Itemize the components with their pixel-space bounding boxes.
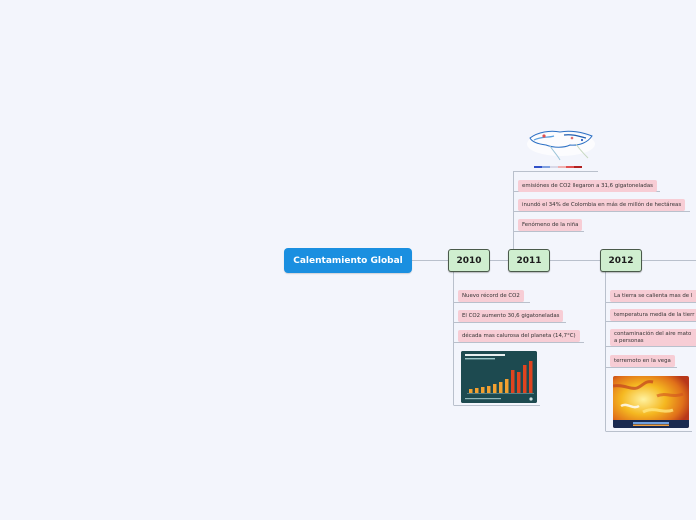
world-temperature-map-image <box>524 126 598 170</box>
leaf-label: terremoto en la vega <box>614 358 671 364</box>
year-label: 2012 <box>608 255 634 266</box>
leaf-label: contaminación del aire mato a personas <box>614 331 692 344</box>
leaf-2011-3[interactable]: Fenómeno de la niña <box>518 219 583 231</box>
leaf-label: temperatura media de la tierr <box>614 312 695 318</box>
root-label: Calentamiento Global <box>293 255 403 266</box>
leaf-2012-1[interactable]: La tierra se calienta mas de l <box>610 290 696 302</box>
leaf-2010-2[interactable]: El CO2 aumento 30,6 gigatoneladas <box>458 310 564 322</box>
root-node[interactable]: Calentamiento Global <box>284 248 412 273</box>
leaf-label: inundó el 34% de Colombia en más de mill… <box>522 202 682 208</box>
heat-map-image <box>613 376 689 428</box>
leaf-label: El CO2 aumento 30,6 gigatoneladas <box>462 313 560 319</box>
leaf-label: emisiónes de CO2 llegaron a 31,6 gigaton… <box>522 183 653 189</box>
co2-bar-chart-image <box>461 351 537 403</box>
year-node-2011[interactable]: 2011 <box>508 249 550 272</box>
leaf-2012-2[interactable]: temperatura media de la tierr <box>610 309 696 321</box>
leaf-2011-2[interactable]: inundó el 34% de Colombia en más de mill… <box>518 199 686 211</box>
year-label: 2010 <box>456 255 482 266</box>
leaf-label: Nuevo récord de CO2 <box>462 293 520 299</box>
year-node-2012[interactable]: 2012 <box>600 249 642 272</box>
leaf-label: La tierra se calienta mas de l <box>614 293 693 299</box>
year-label: 2011 <box>516 255 542 266</box>
leaf-label: Fenómeno de la niña <box>522 222 579 228</box>
leaf-2011-1[interactable]: emisiónes de CO2 llegaron a 31,6 gigaton… <box>518 180 657 192</box>
leaf-2010-1[interactable]: Nuevo récord de CO2 <box>458 290 524 302</box>
leaf-2012-3[interactable]: contaminación del aire mato a personas <box>610 329 696 346</box>
leaf-2010-3[interactable]: década mas calurosa del planeta (14,7°C) <box>458 330 580 342</box>
leaf-label: década mas calurosa del planeta (14,7°C) <box>462 333 576 339</box>
leaf-2012-4[interactable]: terremoto en la vega <box>610 355 675 367</box>
year-node-2010[interactable]: 2010 <box>448 249 490 272</box>
